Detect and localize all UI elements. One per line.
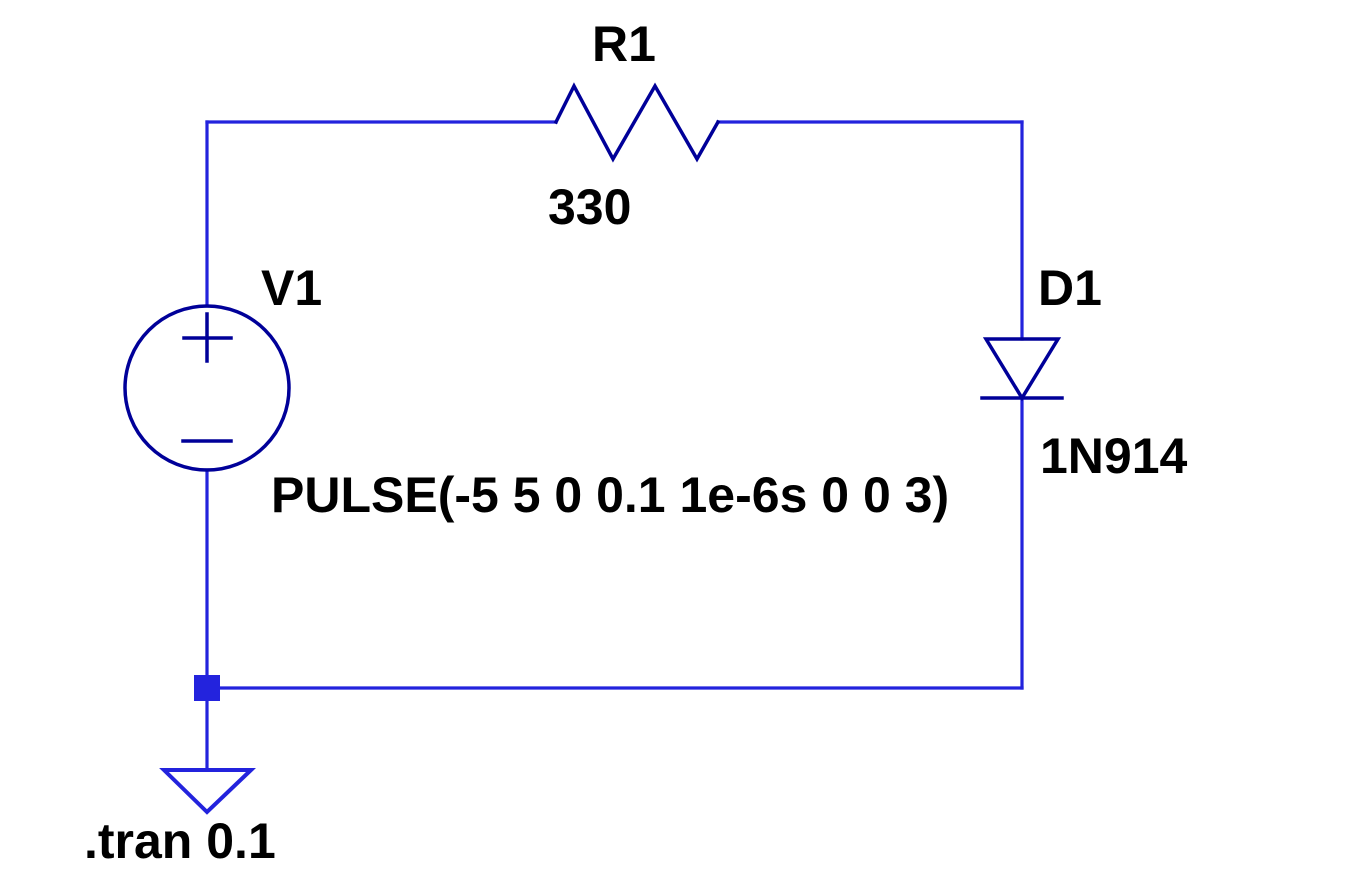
ground-symbol[interactable] [159,768,256,815]
diode-triangle-icon [982,337,1062,402]
plus-icon [182,312,233,363]
tran-directive-label[interactable]: .tran 0.1 [84,813,276,869]
v1-value-label[interactable]: PULSE(-5 5 0 0.1 1e-6s 0 0 3) [271,467,949,523]
d1-designator-label[interactable]: D1 [1038,260,1102,316]
d1-value-label[interactable]: 1N914 [1040,428,1188,484]
r1-designator-label[interactable]: R1 [592,16,656,72]
voltage-source-v1-symbol[interactable] [123,304,291,472]
diode-d1-symbol[interactable] [980,337,1064,402]
v1-designator-label[interactable]: V1 [261,260,322,316]
r1-value-label[interactable]: 330 [548,179,631,235]
voltage-source-circle-icon [123,304,291,472]
resistor-zigzag-icon [553,82,721,163]
ground-node-junction[interactable] [194,675,220,701]
resistor-r1-symbol[interactable] [553,82,721,163]
